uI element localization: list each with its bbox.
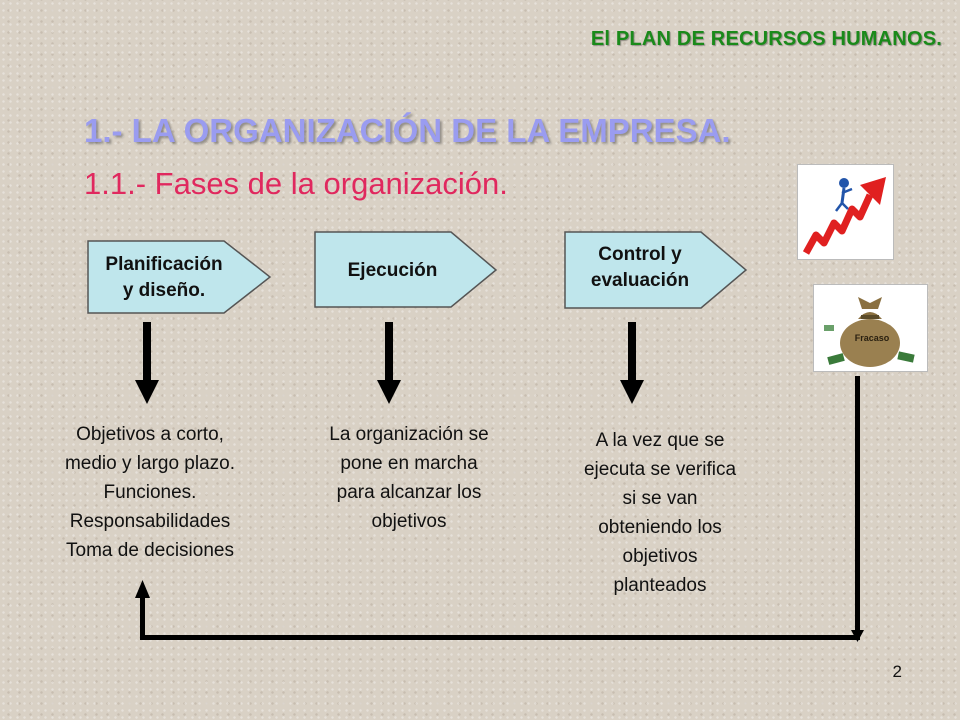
rising-arrow-icon <box>802 177 886 255</box>
phase-description-control: A la vez que se ejecuta se verifica si s… <box>583 430 737 596</box>
phase-label-planificacion: Planificación y diseño. <box>105 254 223 301</box>
down-arrow-1 <box>135 322 159 404</box>
slide-subtitle: 1.1.- Fases de la organización. <box>84 166 508 201</box>
phase-shape-control <box>564 231 748 309</box>
phase-description-ejecucion: La organización se pone en marcha para a… <box>329 424 489 532</box>
phase-description-planificacion: Objetivos a corto, medio y largo plazo. … <box>64 424 236 561</box>
down-arrow-2 <box>377 322 401 404</box>
failure-bag-image: Fracaso <box>813 284 928 372</box>
down-arrow-3 <box>620 322 644 404</box>
presentation-header: El PLAN DE RECURSOS HUMANOS. <box>590 28 942 50</box>
feedback-loop-arrow <box>135 376 864 642</box>
money-bag-icon <box>824 297 915 367</box>
phase-label-control: Control y evaluación <box>590 244 690 291</box>
success-arrow-image <box>797 164 894 260</box>
page-number: 2 <box>892 662 902 681</box>
phase-label-ejecucion: Ejecución <box>347 260 438 281</box>
phase-shape-ejecucion <box>314 231 498 308</box>
phase-shape-planificacion <box>87 240 272 314</box>
slide-title: 1.- LA ORGANIZACIÓN DE LA EMPRESA. <box>84 112 731 149</box>
failure-bag-label: Fracaso <box>854 333 890 343</box>
